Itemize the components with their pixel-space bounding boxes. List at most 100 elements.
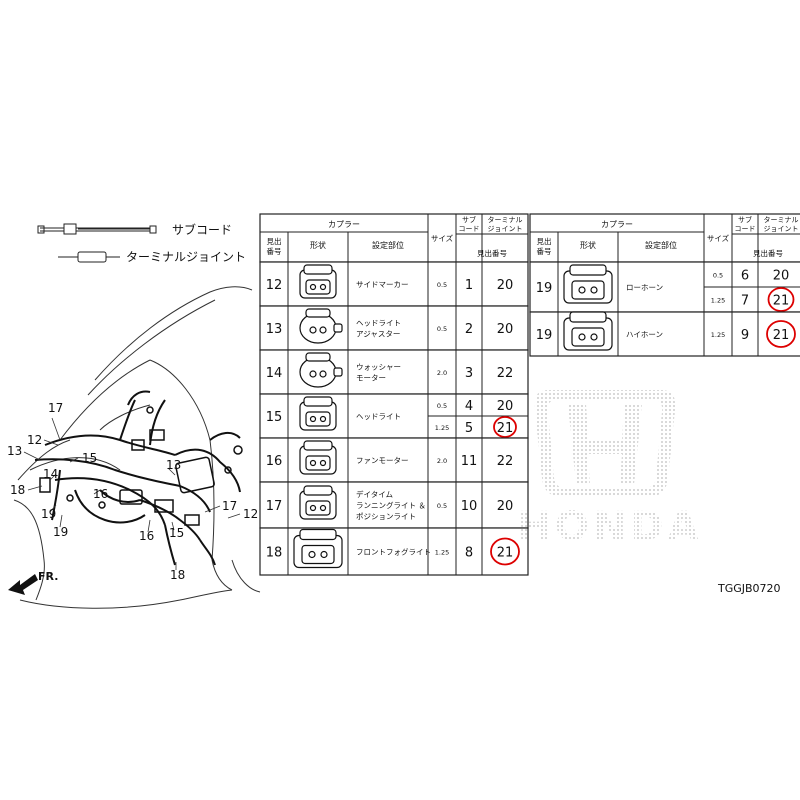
header-sub-code: サブ — [738, 215, 752, 224]
wire-size: 0.5 — [713, 272, 723, 280]
wire-size: 1.25 — [435, 549, 449, 557]
connector-shape-icon — [563, 264, 613, 304]
terminal-joint-number: 20 — [497, 399, 514, 414]
wire-size: 1.25 — [711, 331, 725, 339]
row-ref-number: 17 — [266, 499, 283, 514]
row-location-name: ハイホーン — [626, 330, 663, 339]
row-ref-number: 13 — [266, 322, 283, 337]
callout-18-b: 18 — [170, 568, 185, 582]
row-location-name: デイタイム — [356, 489, 393, 499]
terminal-joint-number: 22 — [497, 366, 514, 381]
wire-size: 0.5 — [437, 402, 447, 410]
sub-code-number: 3 — [465, 366, 473, 381]
sub-code-number: 1 — [465, 278, 473, 293]
sub-code-number: 6 — [741, 269, 749, 284]
honda-logo-watermark: HONDA — [517, 390, 702, 550]
callout-12-b: 12 — [243, 507, 258, 521]
row-location-name: ポジションライト — [356, 512, 416, 521]
row-location-name: ファンモーター — [356, 456, 409, 465]
terminal-joint-number: 21 — [773, 328, 790, 343]
row-ref-number: 18 — [266, 546, 283, 561]
row-ref-number: 14 — [266, 366, 283, 381]
honda-wordmark: HONDA — [517, 504, 702, 550]
sub-code-number: 5 — [465, 421, 473, 436]
connector-shape-icon — [299, 485, 337, 520]
wire-size: 0.5 — [437, 281, 447, 289]
row-location-name: ヘッドライト — [356, 319, 401, 328]
header-location: 設定部位 — [645, 240, 677, 250]
row-ref-number: 16 — [266, 454, 283, 469]
header-sub-code-2: コード — [735, 225, 756, 233]
wire-size: 1.25 — [711, 297, 725, 305]
header-shape: 形状 — [310, 240, 326, 250]
sub-code-number: 10 — [461, 499, 478, 514]
terminal-joint-number: 20 — [497, 499, 514, 514]
callout-16: 16 — [93, 487, 108, 501]
wire-size: 2.0 — [437, 369, 447, 377]
sub-cord-entry: 2.0 3 22 — [437, 366, 513, 381]
legend: サブコード ターミナルジョイント — [37, 222, 246, 264]
terminal-joint-number: 20 — [497, 278, 514, 293]
callout-14: 14 — [43, 467, 58, 481]
table-header — [259, 213, 529, 263]
row-location-name: ローホーン — [626, 283, 663, 292]
callout-12: 12 — [27, 433, 42, 447]
header-ref-no: 見出 — [267, 236, 282, 246]
connector-shape-icon — [299, 308, 343, 344]
wire-size: 0.5 — [437, 325, 447, 333]
row-location-name: フロントフォグライト — [356, 547, 431, 557]
sub-code-number: 2 — [465, 322, 473, 337]
header-terminal-ref: 見出番号 — [753, 248, 783, 258]
row-location-name: アジャスター — [356, 330, 400, 339]
terminal-joint-number: 21 — [773, 294, 790, 309]
wire-size: 2.0 — [437, 457, 447, 465]
connector-shape-icon — [299, 264, 337, 299]
callout-19: 19 — [41, 507, 56, 521]
car-harness-drawing — [13, 286, 261, 609]
connector-shape-icon — [563, 311, 613, 351]
callout-13: 13 — [7, 444, 22, 458]
callout-17: 17 — [48, 401, 63, 415]
table-header — [529, 213, 800, 263]
header-sub-code: サブ — [462, 215, 476, 224]
callout-19-b: 19 — [53, 525, 68, 539]
header-sub-code-2: コード — [459, 225, 480, 233]
header-shape: 形状 — [580, 240, 596, 250]
row-location-name: モーター — [356, 374, 386, 383]
sub-code-number: 9 — [741, 328, 749, 343]
header-terminal-ref: 見出番号 — [477, 248, 507, 258]
callout-15: 15 — [82, 451, 97, 465]
front-arrow-label: FR. — [38, 570, 58, 583]
header-ref-no-2: 番号 — [537, 246, 552, 256]
terminal-joint-number: 21 — [497, 546, 514, 561]
connector-shape-icon — [293, 528, 343, 569]
highlight-circle-marker — [490, 537, 520, 566]
sub-cord-entry: 1.25 9 21 — [711, 320, 796, 348]
connector-shape-icon — [299, 396, 337, 431]
wire-size: 1.25 — [435, 424, 449, 432]
legend-sub-cord-label: サブコード — [172, 222, 232, 237]
header-size: サイズ — [707, 233, 730, 243]
row-ref-number: 12 — [266, 278, 283, 293]
callout-15-b: 15 — [169, 526, 184, 540]
row-ref-number: 19 — [536, 281, 553, 296]
header-terminal-joint-2: ジョイント — [488, 225, 523, 233]
sub-code-number: 11 — [461, 454, 478, 469]
